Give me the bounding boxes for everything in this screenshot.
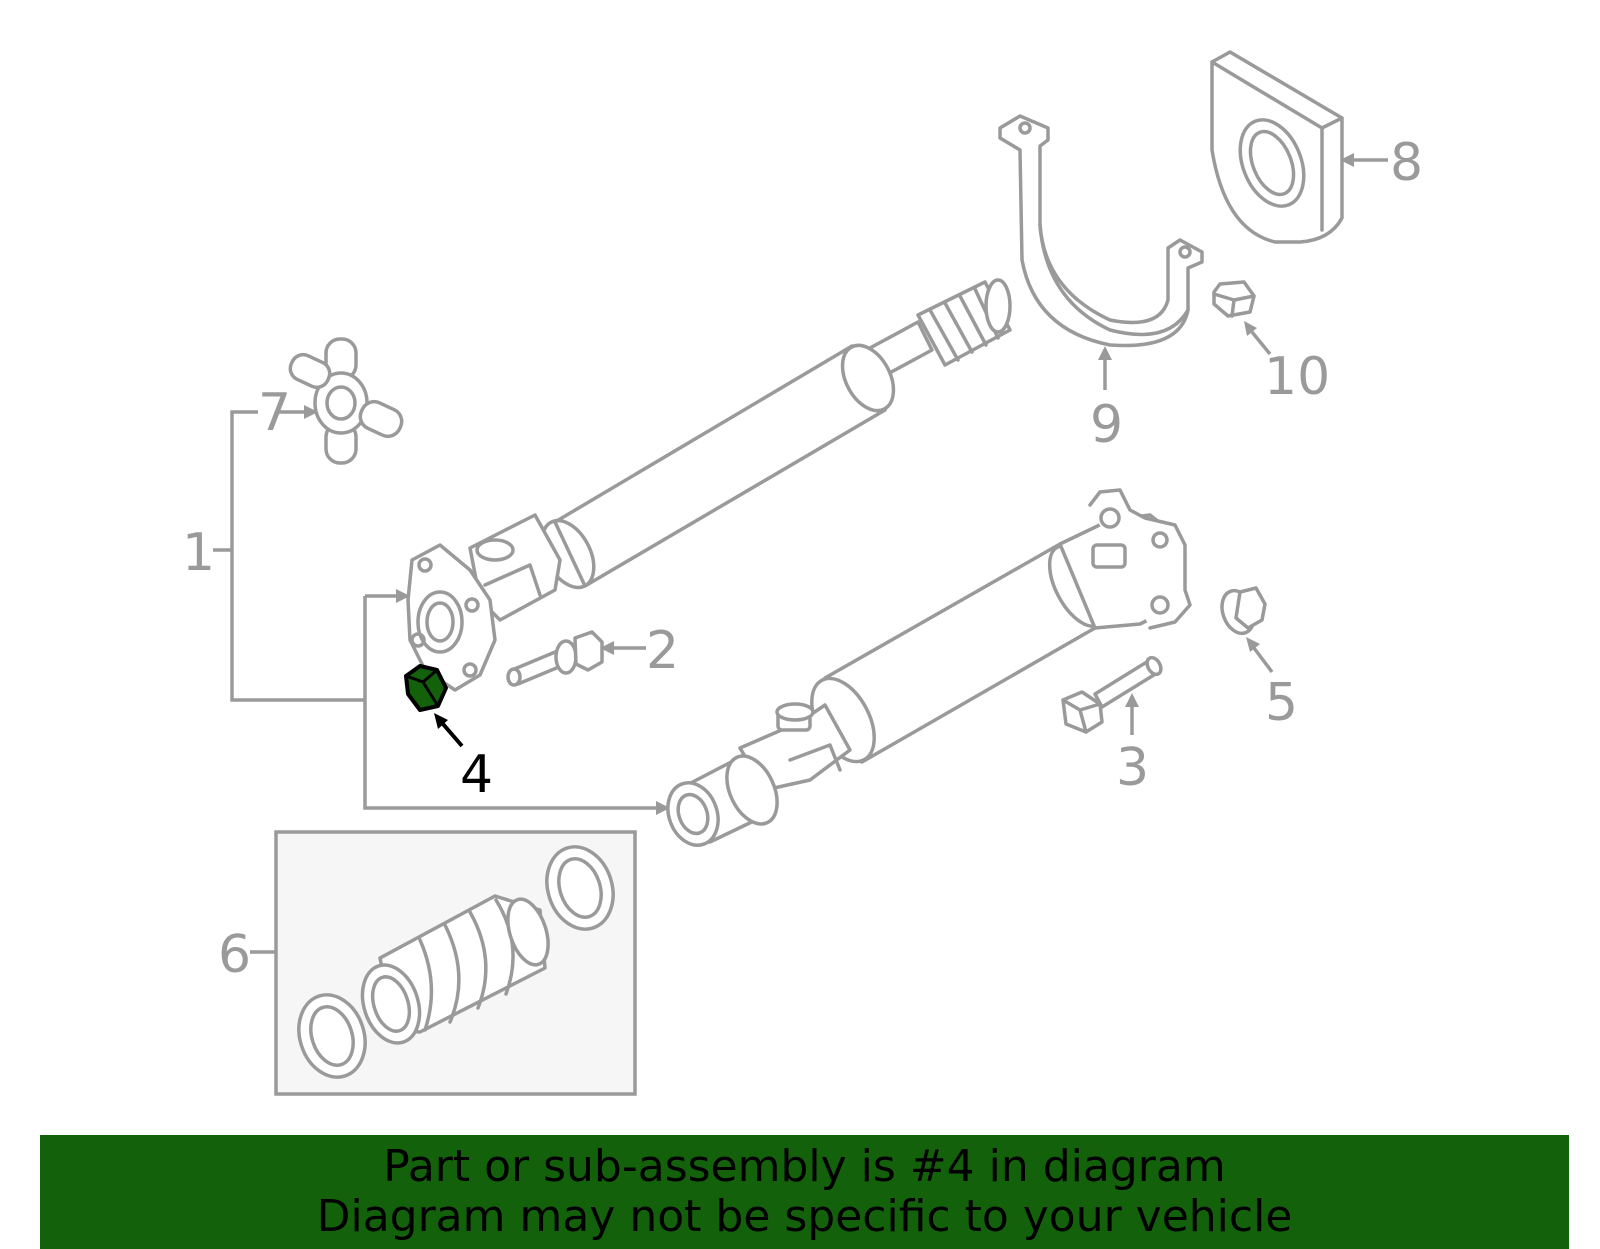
nut-part-10[interactable] (1212, 280, 1256, 318)
front-propeller-shaft[interactable] (406, 278, 1012, 692)
nut-part-4-highlighted[interactable] (404, 664, 448, 712)
boot-kit-part-6[interactable] (274, 830, 637, 1096)
support-bracket-part-9[interactable] (998, 114, 1204, 348)
callout-9: 9 (1090, 395, 1123, 455)
universal-joint-cross-part-7[interactable] (286, 337, 406, 465)
callout-1: 1 (182, 523, 215, 583)
callout-3: 3 (1116, 738, 1149, 798)
rear-propeller-shaft[interactable] (660, 488, 1192, 852)
center-bearing-part-8[interactable] (1210, 50, 1344, 244)
callout-6: 6 (218, 925, 251, 985)
bolt-part-3[interactable] (1061, 655, 1164, 734)
banner-part-line: Part or sub-assembly is #4 in diagram (383, 1141, 1226, 1192)
flange-nut-part-5[interactable] (1216, 586, 1267, 638)
callout-10: 10 (1264, 347, 1330, 407)
callout-7: 7 (258, 383, 291, 443)
banner-disclaimer-line: Diagram may not be specific to your vehi… (316, 1191, 1293, 1242)
assembly-bracket (213, 410, 670, 815)
callout-5: 5 (1265, 673, 1298, 733)
callout-8: 8 (1390, 133, 1423, 193)
flange-bolt-part-2[interactable] (506, 630, 604, 687)
info-banner: Part or sub-assembly is #4 in diagram Di… (40, 1135, 1569, 1249)
callout-2: 2 (646, 621, 679, 681)
callout-4: 4 (460, 745, 493, 805)
